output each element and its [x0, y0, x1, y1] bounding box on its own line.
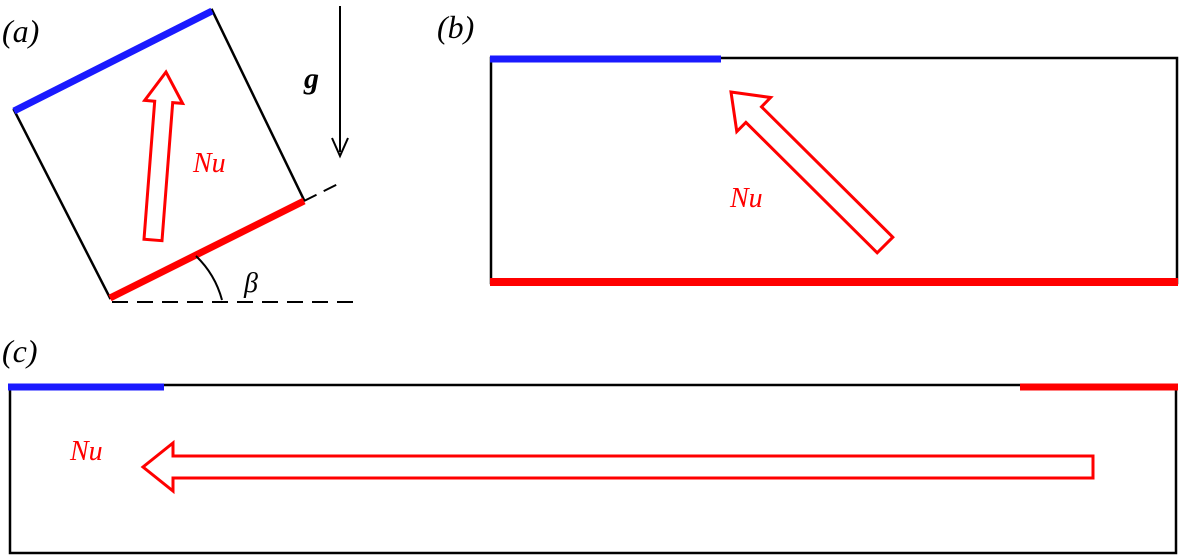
panel-b-label: (b)	[437, 9, 474, 45]
cold-plate	[12, 7, 214, 115]
angle-arc	[195, 255, 223, 301]
panel-b: (b) Nu	[437, 9, 1179, 286]
nu-label-b: Nu	[729, 183, 763, 214]
plate-extension-dashed	[303, 181, 343, 202]
gravity-label: g	[303, 62, 319, 95]
panel-a: (a) β g Nu	[2, 6, 362, 303]
panel-c: (c) Nu	[2, 333, 1178, 555]
angle-label: β	[243, 268, 258, 299]
nu-arrow-b	[729, 90, 895, 255]
nu-arrow-c	[140, 439, 1095, 495]
cell-b-outline	[489, 56, 1179, 285]
gravity-arrow-head	[331, 137, 349, 159]
hot-plate	[108, 197, 306, 302]
nu-label-c: Nu	[69, 436, 103, 467]
cell-c-outline	[8, 383, 1178, 555]
panel-c-label: (c)	[2, 333, 38, 369]
panel-a-label: (a)	[2, 13, 39, 49]
nu-label-a: Nu	[192, 148, 226, 179]
nu-arrow-a	[141, 69, 186, 243]
